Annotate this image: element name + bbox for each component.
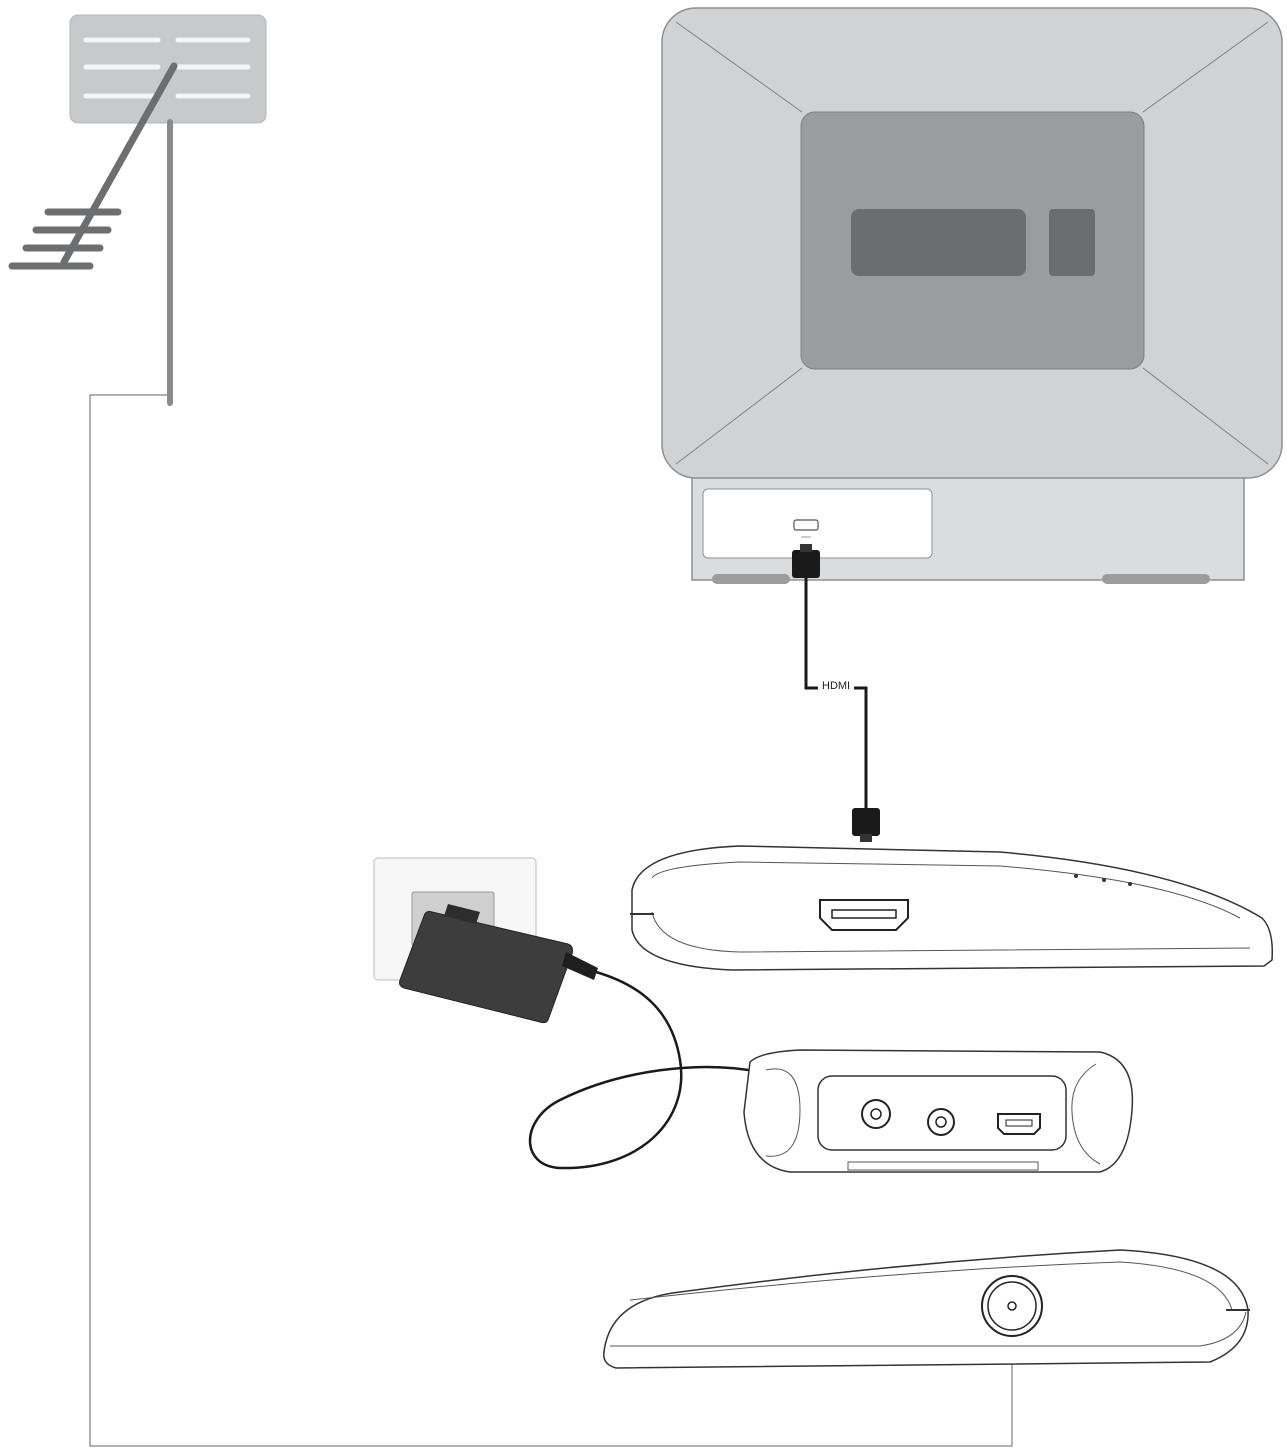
receiver-side-rf-body <box>603 1249 1249 1369</box>
receiver-side-hdmi-body <box>631 845 1274 971</box>
tv-vent-small <box>1049 209 1095 276</box>
power-cable <box>528 970 761 1170</box>
hdmi-label-bg <box>818 677 854 692</box>
adapter-body <box>399 911 573 1024</box>
hdmi-cable: HDMI <box>792 544 880 842</box>
antenna-icon <box>8 14 267 406</box>
tv-panel-bevels <box>675 21 1269 465</box>
hdmi-plug-tv <box>792 550 820 578</box>
receiver-hdmi-port <box>819 899 909 931</box>
antenna-elements <box>8 208 122 270</box>
hdmi-plug-box <box>852 808 880 836</box>
receiver-usb-port <box>997 1113 1041 1135</box>
tv-icon <box>661 7 1283 584</box>
tv-hdmi-port <box>793 519 819 531</box>
tv-vent-window <box>851 209 1026 276</box>
antenna-plate-slots <box>83 37 251 99</box>
adapter-strain-relief <box>562 952 598 980</box>
set-top-box-icon <box>603 845 1274 1369</box>
tv-foot-right <box>1102 574 1210 584</box>
antenna-coax-cable <box>89 394 1013 1447</box>
tv-foot-left <box>712 574 790 584</box>
hdmi-cable-line <box>804 578 868 808</box>
hdmi-cable-label: HDMI <box>822 680 850 692</box>
